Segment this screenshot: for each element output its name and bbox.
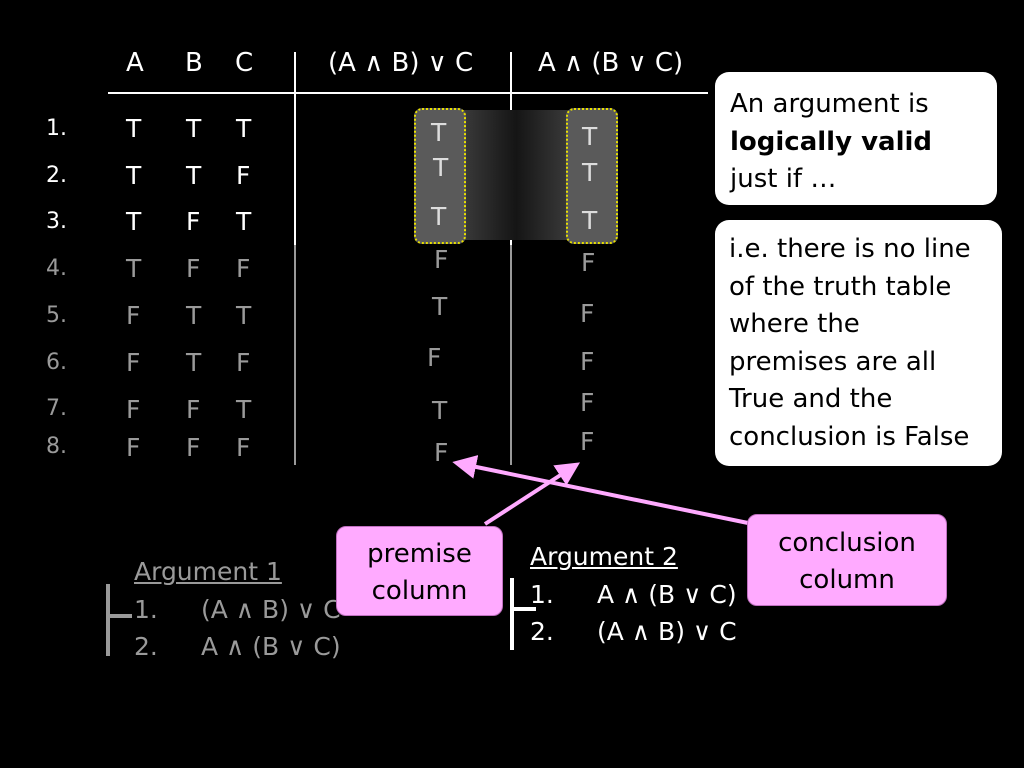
cell-conclusion: T	[582, 206, 598, 235]
argument-2-item-number: 2.	[530, 617, 554, 646]
row-number: 6.	[46, 350, 67, 375]
cell-premise: T	[432, 292, 448, 321]
cell-c: T	[236, 114, 252, 143]
cell-a: T	[126, 254, 142, 283]
conclusion-callout-line: column	[799, 565, 895, 595]
conclusion-callout: conclusion column	[747, 514, 947, 606]
explanation-box: i.e. there is no line of the truth table…	[715, 220, 1002, 466]
cell-a: T	[126, 207, 142, 236]
cell-a: F	[126, 395, 141, 424]
header-c: C	[235, 48, 254, 78]
row-number: 1.	[46, 116, 67, 141]
premise-callout-line: column	[371, 576, 468, 606]
definition-box: An argument is logically valid just if …	[715, 72, 997, 205]
cell-premise: T	[432, 396, 448, 425]
cell-a: T	[126, 161, 142, 190]
row-number: 5.	[46, 303, 67, 328]
cell-c: T	[236, 395, 252, 424]
cell-b: F	[186, 254, 201, 283]
argument-2-turnstile-horizontal	[510, 607, 536, 611]
argument-1-title: Argument 1	[134, 557, 282, 586]
row-number: 4.	[46, 256, 67, 281]
column-divider-1-dim	[294, 245, 296, 465]
cell-c: T	[236, 207, 252, 236]
cell-conclusion: F	[580, 347, 595, 376]
cell-b: T	[186, 301, 202, 330]
cell-c: T	[236, 301, 252, 330]
explanation-line: i.e. there is no line	[729, 234, 971, 264]
premise-callout: premise column	[336, 526, 503, 616]
explanation-line: where the	[729, 309, 860, 339]
header-rule	[108, 92, 708, 94]
highlight-band	[460, 110, 572, 240]
cell-c: F	[236, 161, 251, 190]
definition-line-1: An argument is	[730, 89, 929, 119]
cell-b: T	[186, 161, 202, 190]
cell-c: F	[236, 254, 251, 283]
cell-premise: T	[433, 153, 449, 182]
cell-b: F	[186, 395, 201, 424]
premise-arrow	[483, 462, 581, 526]
conclusion-arrow	[452, 455, 749, 525]
cell-premise: T	[431, 118, 447, 147]
row-number: 8.	[46, 434, 67, 459]
conclusion-highlight	[566, 108, 618, 244]
row-number: 2.	[46, 163, 67, 188]
argument-1-item-number: 1.	[134, 595, 158, 624]
argument-2-item-formula: A ∧ (B ∨ C)	[597, 580, 737, 609]
cell-premise: T	[431, 202, 447, 231]
cell-conclusion: F	[580, 388, 595, 417]
header-premise: (A ∧ B) ∨ C	[328, 48, 474, 78]
explanation-line: conclusion is False	[729, 421, 970, 452]
argument-1-item-formula: (A ∧ B) ∨ C	[201, 595, 341, 624]
column-divider-2-dim	[510, 245, 512, 465]
cell-c: F	[236, 433, 251, 462]
cell-c: F	[236, 348, 251, 377]
argument-1-turnstile-vertical	[106, 584, 110, 656]
cell-b: F	[186, 433, 201, 462]
cell-a: T	[126, 114, 142, 143]
cell-b: T	[186, 348, 202, 377]
cell-conclusion: T	[582, 122, 598, 151]
argument-2-item-number: 1.	[530, 580, 554, 609]
header-conclusion: A ∧ (B ∨ C)	[538, 48, 684, 78]
conclusion-callout-line: conclusion	[778, 528, 916, 558]
cell-conclusion: T	[582, 158, 598, 187]
argument-2-title: Argument 2	[530, 542, 678, 571]
cell-conclusion: F	[581, 248, 596, 277]
cell-a: F	[126, 433, 141, 462]
cell-conclusion: F	[580, 427, 595, 456]
definition-bold: logically valid	[730, 126, 933, 157]
row-number: 3.	[46, 209, 67, 234]
cell-conclusion: F	[580, 299, 595, 328]
premise-callout-line: premise	[367, 539, 472, 569]
cell-premise: F	[427, 343, 442, 372]
cell-premise: F	[434, 245, 449, 274]
cell-premise: F	[434, 438, 449, 467]
argument-1-item-formula: A ∧ (B ∨ C)	[201, 632, 341, 661]
explanation-line: of the truth table	[729, 271, 952, 302]
explanation-line: premises are all	[729, 346, 937, 377]
argument-1-item-number: 2.	[134, 632, 158, 661]
header-b: B	[185, 48, 203, 78]
header-a: A	[126, 48, 144, 78]
cell-a: F	[126, 301, 141, 330]
argument-2-turnstile-vertical	[510, 578, 514, 650]
definition-line-3: just if …	[730, 164, 837, 194]
column-divider-1	[294, 52, 296, 245]
argument-2-item-formula: (A ∧ B) ∨ C	[597, 617, 737, 646]
row-number: 7.	[46, 396, 67, 421]
cell-b: T	[186, 114, 202, 143]
argument-1-turnstile-horizontal	[106, 614, 132, 618]
premise-highlight	[414, 108, 466, 244]
explanation-line: True and the	[729, 384, 893, 414]
cell-b: F	[186, 207, 201, 236]
cell-a: F	[126, 348, 141, 377]
